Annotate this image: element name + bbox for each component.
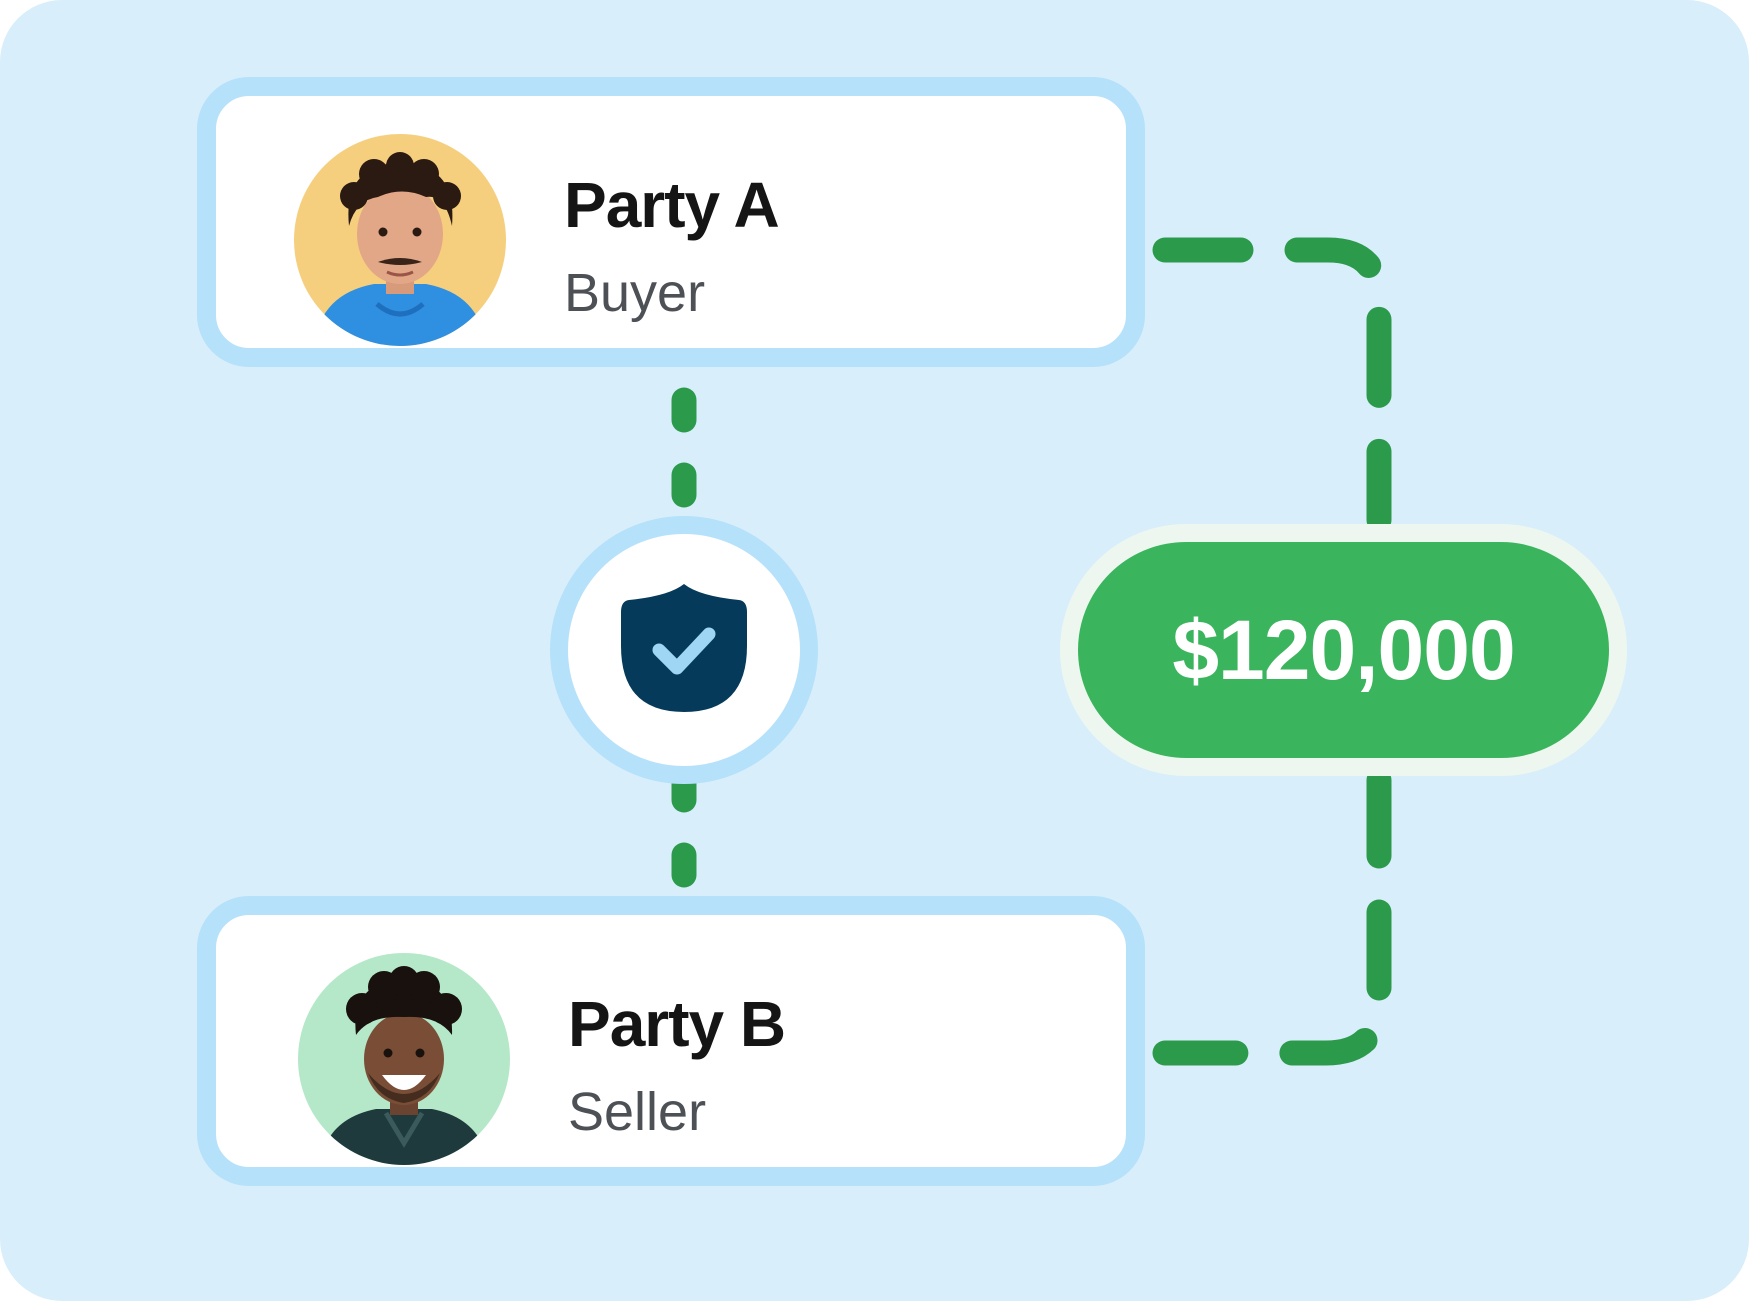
shield-check-icon <box>621 584 747 712</box>
party-a-avatar <box>294 134 506 346</box>
escrow-badge <box>550 516 818 784</box>
party-b-name: Party B <box>568 988 786 1060</box>
party-b-card: Party B Seller <box>197 896 1145 1186</box>
party-a-name: Party A <box>564 169 780 241</box>
connector-a-to-amount <box>1152 237 1392 533</box>
connector-amount-to-b <box>1152 767 1392 1066</box>
amount-pill: $120,000 <box>1060 524 1627 776</box>
amount-value: $120,000 <box>1172 602 1515 697</box>
party-b-avatar <box>298 953 510 1165</box>
party-a-card: Party A Buyer <box>197 77 1145 367</box>
party-a-role: Buyer <box>564 263 706 323</box>
party-b-role: Seller <box>568 1082 707 1142</box>
